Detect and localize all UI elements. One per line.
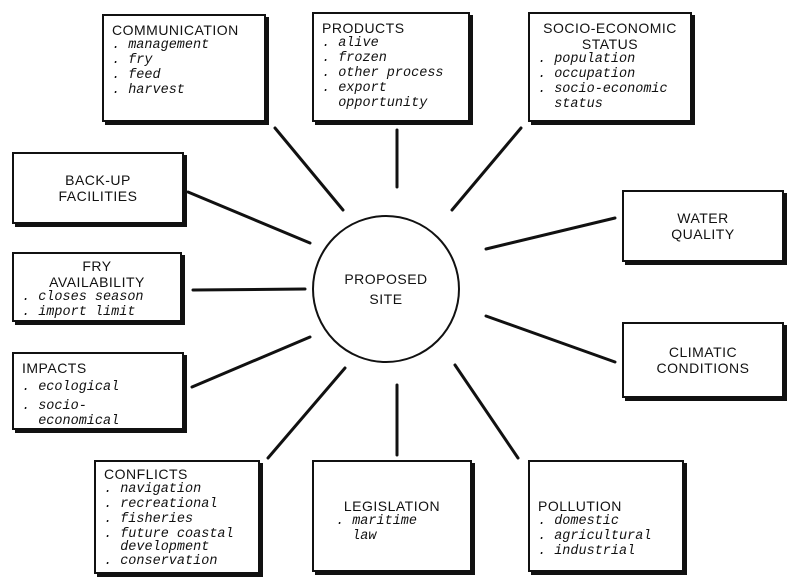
list-item: . harvest — [112, 83, 185, 98]
list-item: . population — [538, 52, 636, 67]
socio-economic-box: SOCIO-ECONOMIC STATUS . population . occ… — [528, 12, 692, 122]
list-item: . ecological — [22, 380, 120, 395]
list-item: . socio-economic — [538, 82, 668, 97]
conflicts-list: . navigation . recreational . fisheries … — [104, 482, 250, 569]
list-item: . frozen — [322, 51, 387, 66]
connector-communication — [273, 126, 345, 212]
fry-availability-list: . closes season . import limit — [22, 290, 172, 320]
pollution-list: . domestic . agricultural . industrial — [538, 514, 674, 559]
water-quality-title: WATER QUALITY — [671, 210, 735, 242]
connector-water-quality — [484, 216, 617, 251]
connector-impacts — [190, 335, 312, 389]
products-box: PRODUCTS . alive . frozen . other proces… — [312, 12, 470, 122]
fry-availability-title: FRY AVAILABILITY — [49, 258, 145, 290]
products-title: PRODUCTS — [322, 20, 405, 36]
list-item: . import limit — [22, 305, 136, 320]
pollution-box: POLLUTION . domestic . agricultural . in… — [528, 460, 684, 572]
list-item: . navigation — [104, 482, 202, 497]
list-item: . domestic — [538, 514, 620, 529]
proposed-site-circle: PROPOSED SITE — [312, 215, 460, 363]
connector-fry-availability — [191, 287, 307, 292]
impacts-list: . ecological . socio- economical — [22, 380, 174, 429]
list-item: . feed — [112, 68, 161, 83]
list-item: . maritime — [336, 514, 418, 529]
impacts-box: IMPACTS . ecological . socio- economical — [12, 352, 184, 430]
impacts-title: IMPACTS — [22, 360, 87, 376]
backup-facilities-title: BACK-UP FACILITIES — [58, 172, 138, 204]
communication-box: COMMUNICATION . management . fry . feed … — [102, 14, 266, 122]
list-item: development — [104, 540, 210, 555]
legislation-title: LEGISLATION — [343, 498, 441, 514]
legislation-box: LEGISLATION . maritime law — [312, 460, 472, 572]
list-item: . future coastal — [104, 527, 234, 542]
list-item: . export — [322, 81, 387, 96]
list-item: . socio- — [22, 399, 87, 414]
list-item: . industrial — [538, 544, 636, 559]
list-item: . fry — [112, 53, 153, 68]
connector-pollution — [453, 363, 520, 460]
communication-title: COMMUNICATION — [112, 22, 239, 38]
list-item: . alive — [322, 36, 379, 51]
list-item: . occupation — [538, 67, 636, 82]
pollution-title: POLLUTION — [538, 498, 622, 514]
fry-availability-box: FRY AVAILABILITY . closes season . impor… — [12, 252, 182, 322]
list-item: . agricultural — [538, 529, 652, 544]
backup-facilities-box: BACK-UP FACILITIES — [12, 152, 184, 224]
list-item: . conservation — [104, 554, 218, 569]
list-item: . management — [112, 38, 210, 53]
connector-backup — [186, 190, 312, 245]
list-item: status — [538, 97, 603, 112]
communication-list: . management . fry . feed . harvest — [112, 38, 256, 98]
products-list: . alive . frozen . other process . expor… — [322, 36, 460, 111]
list-item: . fisheries — [104, 512, 194, 527]
connector-climatic — [484, 314, 617, 364]
water-quality-box: WATER QUALITY — [622, 190, 784, 262]
list-item: . other process — [322, 66, 444, 81]
list-item: opportunity — [322, 96, 428, 111]
climatic-conditions-title: CLIMATIC CONDITIONS — [656, 344, 750, 376]
conflicts-box: CONFLICTS . navigation . recreational . … — [94, 460, 260, 574]
connector-socio-economic — [450, 126, 523, 212]
list-item: economical — [22, 414, 120, 429]
socio-economic-list: . population . occupation . socio-econom… — [538, 52, 682, 112]
proposed-site-label: PROPOSED SITE — [344, 271, 428, 307]
conflicts-title: CONFLICTS — [104, 466, 188, 482]
list-item: . recreational — [104, 497, 218, 512]
legislation-list: . maritime law — [322, 514, 462, 544]
socio-economic-title: SOCIO-ECONOMIC STATUS — [543, 20, 677, 52]
climatic-conditions-box: CLIMATIC CONDITIONS — [622, 322, 784, 398]
connector-conflicts — [266, 366, 347, 460]
list-item: . closes season — [22, 290, 144, 305]
list-item: law — [336, 529, 377, 544]
